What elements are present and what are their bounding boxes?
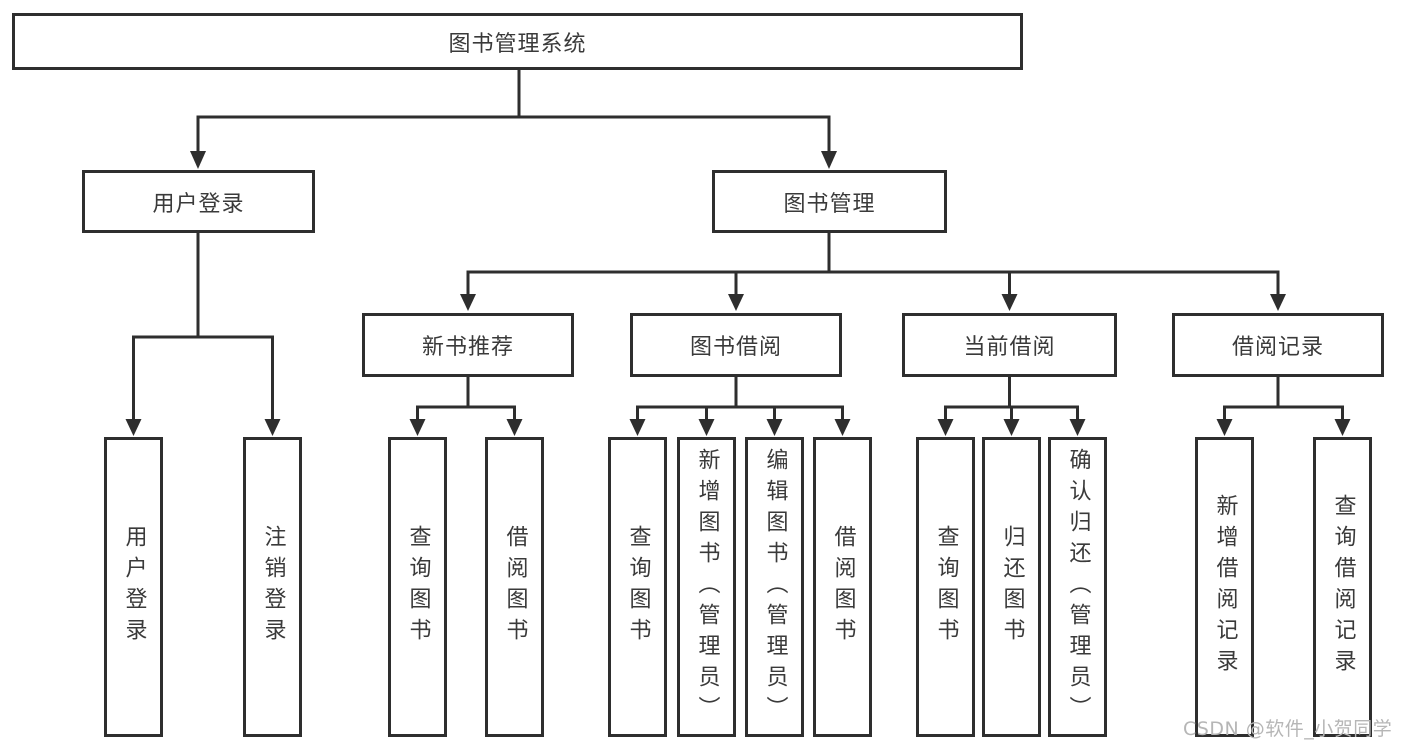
- connector-root-to-level2: [190, 70, 837, 169]
- leaf-user-login: 用户登录: [104, 437, 163, 737]
- node-book-borrow: 图书借阅: [630, 313, 842, 377]
- csdn-watermark: CSDN @软件_小贺同学: [1183, 718, 1393, 740]
- connector-book-mgmt-branch: [460, 233, 1286, 311]
- leaf-edit-book-admin-label: 编辑图书（管理员）: [762, 447, 788, 727]
- node-borrow-records: 借阅记录: [1172, 313, 1384, 377]
- leaf-current-query: 查询图书: [916, 437, 975, 737]
- node-new-book-recommend: 新书推荐: [362, 313, 574, 377]
- leaf-borrow-query: 查询图书: [608, 437, 667, 737]
- connector-current-borrow-branch: [937, 377, 1086, 436]
- node-book-borrow-label: 图书借阅: [689, 335, 782, 360]
- leaf-add-book-admin: 新增图书（管理员）: [677, 437, 736, 737]
- node-book-management-label: 图书管理: [783, 191, 876, 217]
- node-system-root: 图书管理系统: [12, 13, 1023, 70]
- node-user-login: 用户登录: [82, 170, 315, 233]
- leaf-logout: 注销登录: [243, 437, 302, 737]
- leaf-confirm-return-admin: 确认归还（管理员）: [1048, 437, 1107, 737]
- leaf-edit-book-admin: 编辑图书（管理员）: [745, 437, 804, 737]
- leaf-confirm-return-admin-label: 确认归还（管理员）: [1065, 447, 1091, 727]
- leaf-newbook-query: 查询图书: [388, 437, 447, 737]
- leaf-borrow-book: 借阅图书: [813, 437, 872, 737]
- leaf-newbook-query-label: 查询图书: [405, 525, 431, 649]
- leaf-query-borrow-record: 查询借阅记录: [1313, 437, 1372, 737]
- connector-new-book-branch: [409, 377, 523, 436]
- leaf-return-book: 归还图书: [982, 437, 1041, 737]
- connector-book-borrow-branch: [629, 377, 851, 436]
- connector-borrow-records-branch: [1216, 377, 1351, 436]
- leaf-return-book-label: 归还图书: [999, 525, 1025, 649]
- leaf-add-borrow-record: 新增借阅记录: [1195, 437, 1254, 737]
- leaf-borrow-book-label: 借阅图书: [830, 525, 856, 649]
- leaf-add-borrow-record-label: 新增借阅记录: [1212, 494, 1238, 680]
- node-book-management: 图书管理: [712, 170, 947, 233]
- leaf-add-book-admin-label: 新增图书（管理员）: [694, 447, 720, 727]
- node-borrow-records-label: 借阅记录: [1231, 335, 1324, 360]
- node-user-login-label: 用户登录: [152, 191, 245, 217]
- leaf-query-borrow-record-label: 查询借阅记录: [1330, 494, 1356, 680]
- node-new-book-recommend-label: 新书推荐: [421, 335, 514, 360]
- leaf-newbook-borrow-label: 借阅图书: [502, 525, 528, 649]
- leaf-logout-label: 注销登录: [260, 525, 286, 649]
- leaf-user-login-label: 用户登录: [121, 525, 147, 649]
- node-current-borrow-label: 当前借阅: [963, 335, 1056, 360]
- node-system-root-label: 图书管理系统: [448, 31, 587, 57]
- leaf-newbook-borrow: 借阅图书: [485, 437, 544, 737]
- leaf-current-query-label: 查询图书: [933, 525, 959, 649]
- node-current-borrow: 当前借阅: [902, 313, 1117, 377]
- connector-user-login-branch: [125, 233, 281, 436]
- leaf-borrow-query-label: 查询图书: [625, 525, 651, 649]
